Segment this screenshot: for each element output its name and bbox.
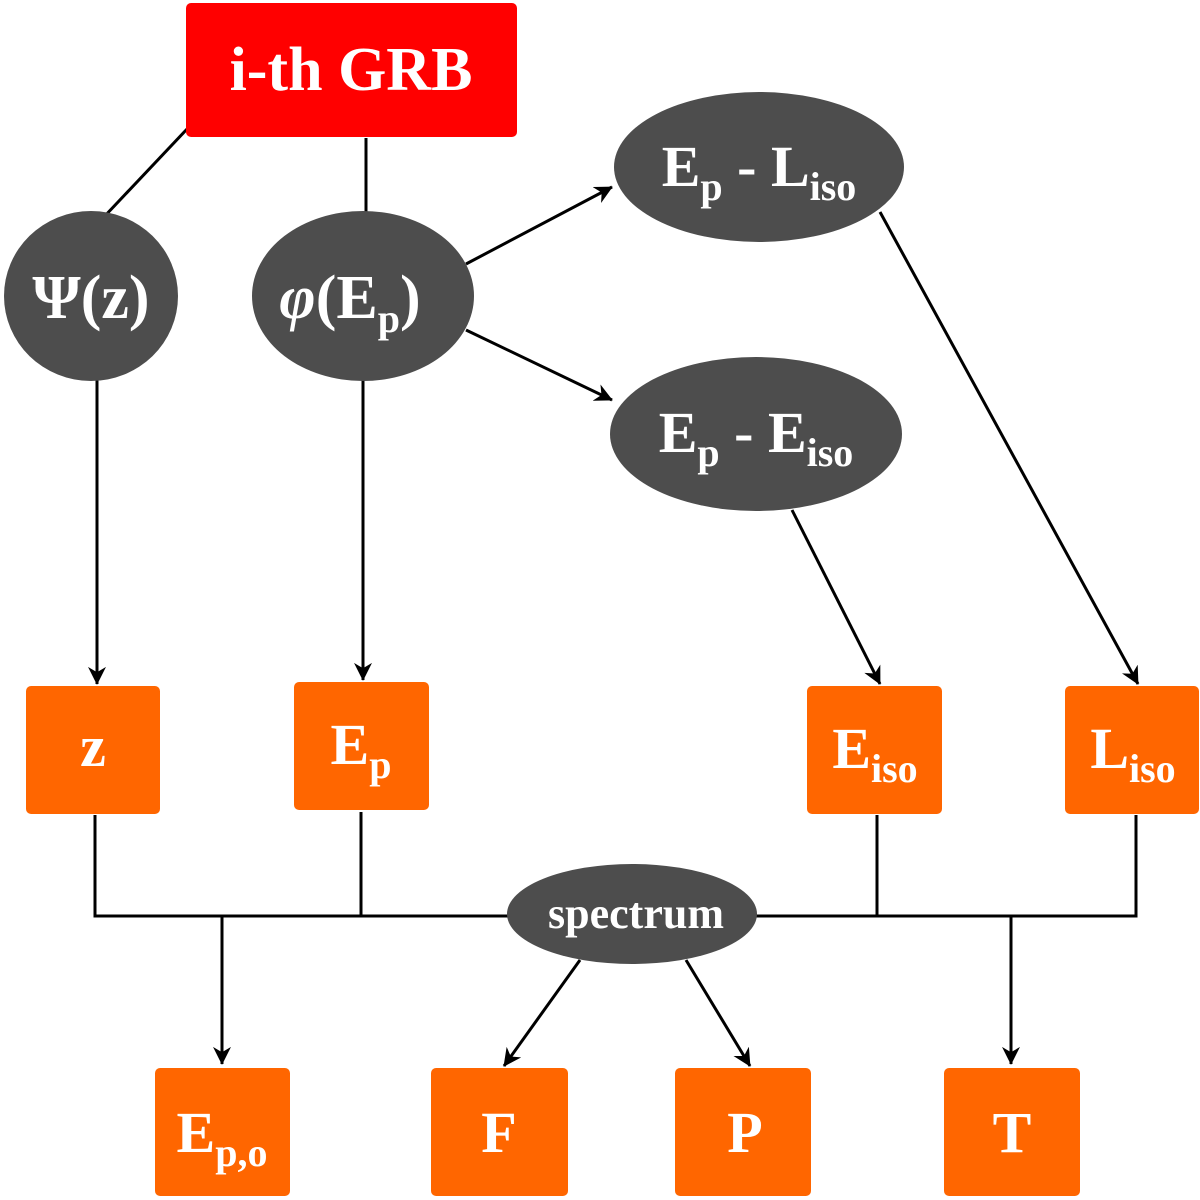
liso-node: Liso [1065,686,1199,814]
edge-ep-eiso-eiso [790,509,882,685]
edge-bus-left [93,815,520,918]
ep-eiso-sub: p [697,430,719,475]
edges [88,126,1140,1067]
ep-liso-label: Ep - Liso [662,134,857,209]
p-node: P [675,1068,811,1196]
eiso-main: E [832,716,871,781]
liso-label: Liso [1090,716,1175,791]
phi-sub: p [378,296,400,341]
ep-eiso-node: Ep - Eiso [610,357,902,511]
t-node: T [944,1068,1080,1196]
psi-label: Ψ(z) [32,264,149,332]
ep-liso-sub2: iso [810,164,857,209]
spectrum-label: spectrum [548,889,724,938]
phi-main: (E [316,264,378,332]
ep-eiso-mid: - E [720,400,807,465]
ep-eiso-main: E [659,400,698,465]
f-node: F [431,1068,568,1196]
ep-main: E [331,712,370,777]
epo-label: Ep,o [177,1100,268,1175]
root-node: i-th GRB [186,3,517,137]
epo-node: Ep,o [155,1068,290,1196]
ep-label: Ep [331,712,392,787]
spectrum-node: spectrum [507,864,757,964]
phi-node: φ(Ep) [252,211,474,381]
liso-sub: iso [1129,746,1176,791]
eiso-label: Eiso [832,716,917,791]
phi-prefix: φ [279,264,315,332]
eiso-sub: iso [871,746,918,791]
t-label: T [993,1100,1032,1165]
ep-sub: p [369,742,391,787]
f-label: F [481,1100,516,1165]
ep-liso-sub: p [700,164,722,209]
ep-liso-node: Ep - Liso [614,92,904,242]
edge-bus-right [745,815,1138,918]
phi-label: φ(Ep) [279,264,420,341]
ep-eiso-sub2: iso [807,430,854,475]
root-label: i-th GRB [230,36,473,104]
edge-phi-ep-liso [465,185,613,266]
ep-node: Ep [294,682,429,810]
z-node: z [26,686,160,814]
edge-spectrum-p [684,959,752,1067]
edge-spectrum-f [502,959,582,1067]
edge-phi-ep-eiso [465,328,613,402]
phi-suffix: ) [400,264,421,332]
p-label: P [727,1100,762,1165]
ep-liso-mid: - L [723,134,810,199]
epo-main: E [177,1100,216,1165]
eiso-node: Eiso [807,686,942,814]
epo-sub: p,o [215,1130,267,1175]
edge-root-psi [100,126,190,221]
liso-main: L [1090,716,1129,781]
ep-liso-main: E [662,134,701,199]
psi-node: Ψ(z) [4,211,178,381]
edge-ep-liso-liso [878,211,1140,685]
z-label: z [80,714,106,779]
ep-eiso-label: Ep - Eiso [659,400,854,475]
